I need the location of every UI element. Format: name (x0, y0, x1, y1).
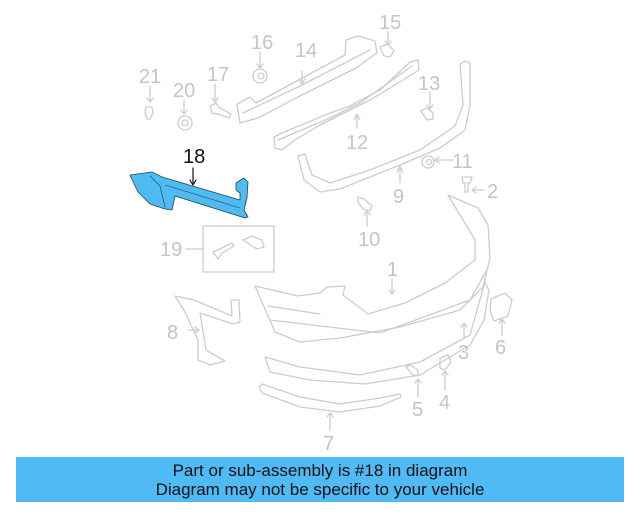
callout-6: 6 (495, 337, 507, 359)
part-14-impact-bar (236, 35, 378, 124)
callout-14: 14 (295, 40, 318, 62)
callout-21: 21 (139, 66, 162, 88)
part-16-nut (252, 51, 268, 84)
callout-9: 9 (393, 186, 405, 208)
part-13-bolt (420, 91, 434, 121)
part-1-bumper-cover (254, 194, 491, 343)
callout-13: 13 (418, 73, 441, 95)
part-5-screw (405, 364, 422, 398)
callout-1: 1 (387, 259, 399, 281)
callout-5: 5 (412, 399, 424, 421)
part-17-bolt (209, 83, 232, 119)
callout-12: 12 (346, 132, 369, 154)
callout-15: 15 (379, 12, 402, 34)
callout-4: 4 (439, 392, 451, 414)
part-12-energy-absorber (273, 59, 420, 151)
part-20-nut (177, 99, 193, 131)
callout-11: 11 (452, 151, 473, 173)
part-19-bolt-kit (185, 225, 275, 273)
callout-16: 16 (251, 32, 274, 54)
callout-10: 10 (358, 229, 381, 251)
callout-3: 3 (458, 342, 470, 364)
callout-2: 2 (487, 181, 499, 203)
part-10-bolt (357, 196, 373, 227)
part-15-bolt (379, 31, 395, 58)
part-6-tow-hook-cover (489, 292, 513, 336)
part-info-banner: Part or sub-assembly is #18 in diagram D… (16, 457, 624, 502)
banner-part-line: Part or sub-assembly is #18 in diagram (172, 460, 468, 480)
part-11-nut (421, 155, 454, 169)
part-3-lower-cover (264, 281, 490, 385)
part-21-clip (144, 85, 154, 120)
callout-18-highlighted: 18 (183, 146, 206, 168)
callout-8: 8 (167, 322, 179, 344)
callout-19: 19 (160, 239, 183, 261)
part-9-upper-trim (297, 60, 471, 193)
callout-20: 20 (173, 80, 196, 102)
part-2-push-clip (461, 176, 485, 194)
callout-17: 17 (207, 64, 230, 86)
part-7-lower-molding (258, 383, 402, 431)
callout-7: 7 (323, 433, 335, 455)
part-4-retainer (439, 354, 452, 391)
part-18-side-support-bracket (129, 167, 249, 219)
banner-disclaimer-line: Diagram may not be specific to your vehi… (155, 479, 485, 499)
part-8-side-bracket (174, 295, 241, 366)
